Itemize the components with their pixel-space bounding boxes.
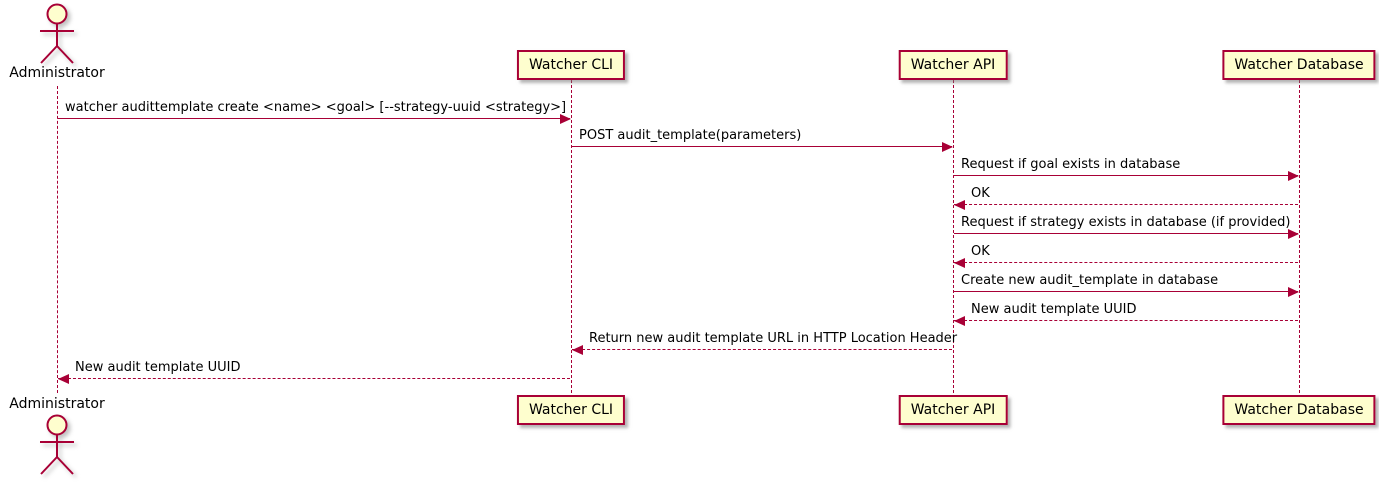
actor-icon-bottom-administrator xyxy=(33,414,81,480)
message-label-6: OK xyxy=(971,244,990,259)
message-line-3 xyxy=(954,175,1298,176)
message-line-2 xyxy=(572,146,952,147)
message-label-2: POST audit_template(parameters) xyxy=(579,128,802,143)
message-arrowhead-7 xyxy=(1288,287,1299,297)
message-arrowhead-8 xyxy=(954,316,965,326)
message-label-8: New audit template UUID xyxy=(971,302,1137,317)
message-line-7 xyxy=(954,291,1298,292)
message-arrowhead-1 xyxy=(560,114,571,124)
participant-bottom-watcher-api: Watcher API xyxy=(898,395,1008,425)
actor-icon-administrator-circle xyxy=(46,414,68,436)
message-line-9 xyxy=(572,349,952,350)
actor-icon-administrator xyxy=(40,3,74,64)
message-line-10 xyxy=(58,378,570,379)
actor-icon-administrator-line xyxy=(40,45,58,64)
message-line-4 xyxy=(954,204,1298,205)
message-label-7: Create new audit_template in database xyxy=(961,273,1219,288)
actor-label-bottom-administrator: Administrator xyxy=(9,396,105,412)
lifeline-administrator xyxy=(57,86,58,393)
actor-icon-administrator-circle xyxy=(46,3,68,25)
lifeline-watcher-cli xyxy=(571,80,572,393)
message-line-5 xyxy=(954,233,1298,234)
participant-top-watcher-database: Watcher Database xyxy=(1222,50,1376,80)
message-line-1 xyxy=(58,118,570,119)
message-line-8 xyxy=(954,320,1298,321)
message-arrowhead-6 xyxy=(954,258,965,268)
message-arrowhead-2 xyxy=(942,142,953,152)
message-label-1: watcher audittemplate create <name> <goa… xyxy=(65,100,567,115)
message-arrowhead-9 xyxy=(572,345,583,355)
message-label-10: New audit template UUID xyxy=(75,360,241,375)
lifeline-watcher-api xyxy=(953,80,954,393)
actor-icon-administrator-line xyxy=(56,45,74,64)
message-label-9: Return new audit template URL in HTTP Lo… xyxy=(589,331,958,346)
actor-label-top-administrator: Administrator xyxy=(9,65,105,81)
lifeline-watcher-database xyxy=(1299,80,1300,393)
message-label-4: OK xyxy=(971,186,990,201)
participant-bottom-watcher-cli: Watcher CLI xyxy=(516,395,626,425)
actor-icon-administrator-line xyxy=(40,456,58,475)
message-arrowhead-3 xyxy=(1288,171,1299,181)
message-arrowhead-10 xyxy=(58,374,69,384)
participant-top-watcher-api: Watcher API xyxy=(898,50,1008,80)
message-label-3: Request if goal exists in database xyxy=(961,157,1181,172)
message-label-5: Request if strategy exists in database (… xyxy=(961,215,1291,230)
message-line-6 xyxy=(954,262,1298,263)
actor-icon-administrator xyxy=(40,414,74,475)
message-arrowhead-4 xyxy=(954,200,965,210)
participant-top-watcher-cli: Watcher CLI xyxy=(516,50,626,80)
actor-icon-administrator-line xyxy=(56,456,74,475)
message-arrowhead-5 xyxy=(1288,229,1299,239)
participant-bottom-watcher-database: Watcher Database xyxy=(1222,395,1376,425)
actor-icon-top-administrator xyxy=(33,3,81,69)
